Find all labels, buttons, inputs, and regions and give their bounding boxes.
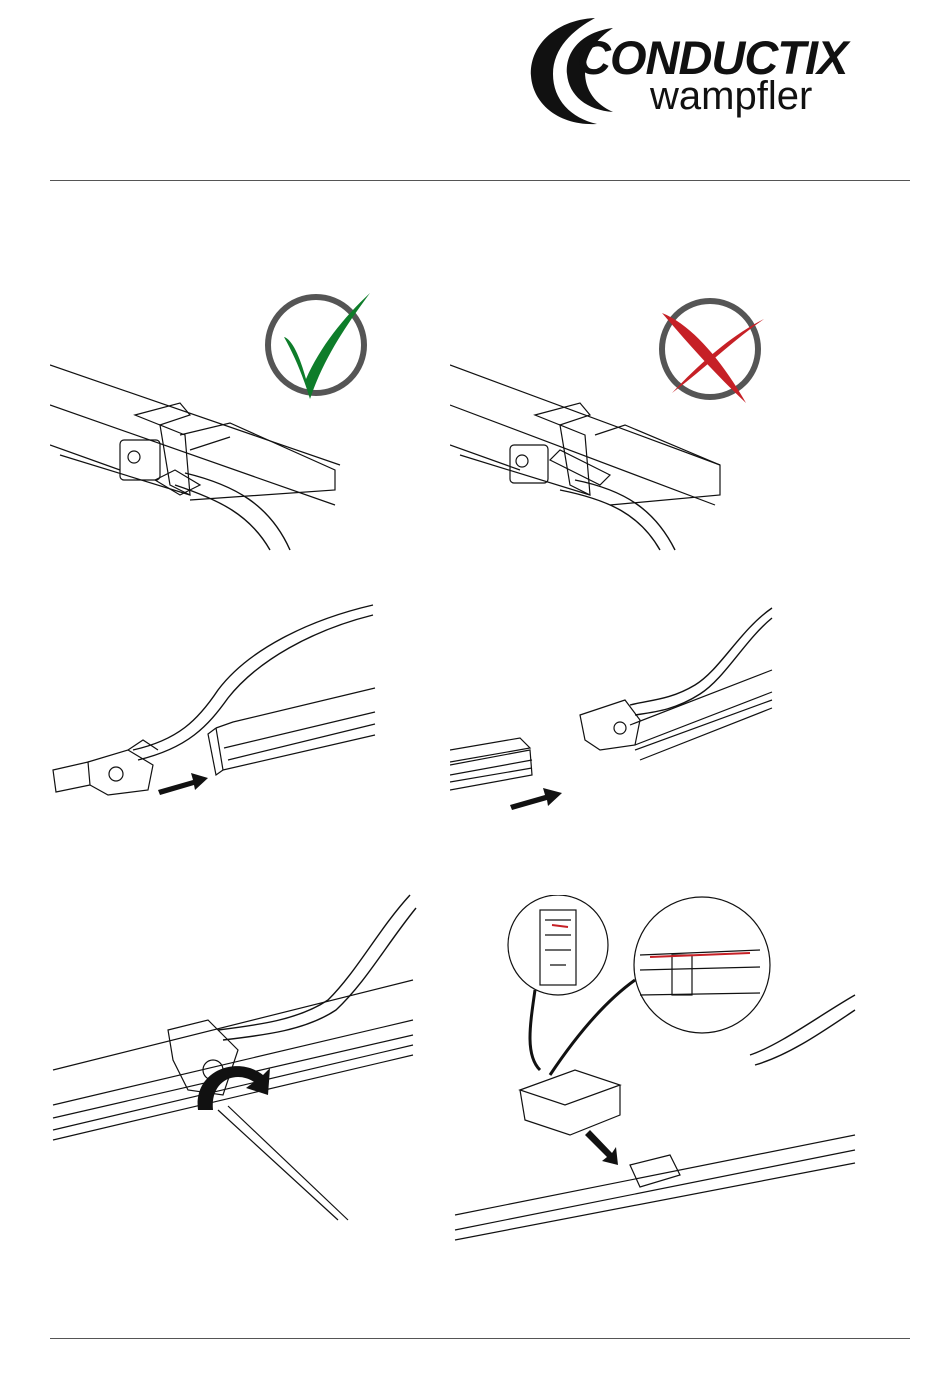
arrow-down-right-icon [585,1130,618,1165]
footer-divider [50,1338,910,1339]
arrow-right-icon [158,773,208,795]
check-mark-icon [262,287,382,407]
tighten-screw-figure [48,890,418,1225]
arrow-right-icon [510,788,562,810]
curved-arrow-icon [198,1066,270,1110]
header-divider [50,180,910,181]
attach-cover-detail-figure [450,895,860,1245]
slide-connector-cover-figure [450,600,780,820]
cross-mark-icon [652,291,772,411]
incorrect-installation-figure [450,285,780,555]
insert-feed-connector-figure [48,600,383,805]
correct-installation-figure [50,285,390,555]
logo-secondary-text: wampfler [650,76,812,116]
conductix-wampfler-logo: CONDUCTIX wampfler [525,12,915,137]
